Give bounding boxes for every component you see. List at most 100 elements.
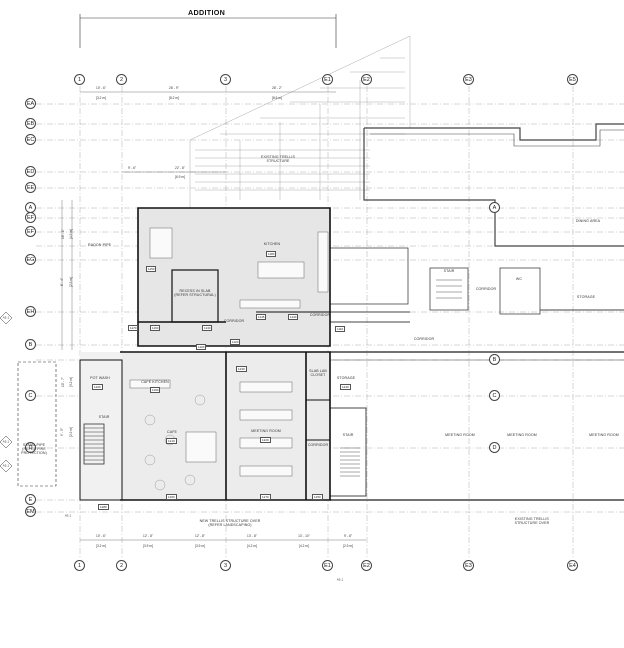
stand-pipe-outline: [17, 361, 57, 487]
dimension-text: 10' - 6": [96, 86, 106, 90]
room-number-tag: 1140: [202, 325, 213, 331]
dimension-lines: [61, 91, 366, 541]
room-number-tag: 1160: [150, 325, 161, 331]
grid-bubble-left: EC: [25, 134, 36, 145]
dimension-text: [2.9 m]: [68, 427, 73, 437]
dimension-text: [4.2 m]: [299, 544, 309, 548]
grid-bubble-bottom: 2: [116, 560, 127, 571]
note-stand-pipe: STAND-PIPE (REFER FIRE PROTECTION): [21, 443, 47, 455]
room-number-tag: 1180: [266, 251, 277, 257]
room-number-tag: 1145: [256, 314, 267, 320]
grid-bubble-bottom: E2: [361, 560, 372, 571]
room-number-tag: 1270: [260, 494, 271, 500]
grid-bubble-left: EH: [25, 306, 36, 317]
note-existing-trellis: EXISTING TRELLIS STRUCTURE: [261, 155, 295, 163]
section-mark: A5.1: [2, 439, 10, 444]
grid-bubble-right: C: [489, 390, 500, 401]
room-label-meeting-room: MEETING ROOM: [445, 433, 475, 438]
room-label-cafe: CAFE: [167, 430, 177, 435]
room-number-tag: 1170: [128, 325, 139, 331]
room-number-tag: 1280: [98, 504, 109, 510]
dimension-text: 13' - 10": [298, 534, 310, 538]
note-new-trellis: NEW TRELLIS STRUCTURE OVER (REFER LANDSC…: [199, 519, 261, 527]
room-label-wc: WC: [515, 277, 523, 282]
grid-bubble-left: D: [25, 442, 36, 453]
room-label-dining: DINING AREA: [575, 219, 601, 224]
grid-bubble-left: EF: [25, 212, 36, 223]
room-number-tag: 1250: [312, 494, 323, 500]
grid-bubble-top: E2: [361, 74, 372, 85]
dimension-text: 16' - 1": [60, 229, 65, 239]
room-label-meeting-room: MEETING ROOM: [589, 433, 619, 438]
dimension-text: 13' - 8": [247, 534, 257, 538]
grid-bubble-right: D: [489, 442, 500, 453]
dimension-text: 22' - 8": [175, 166, 185, 170]
dimension-text: [4.9 m]: [68, 229, 73, 239]
section-mark: A5.1: [336, 577, 344, 582]
room-label-stair: STAIR: [342, 433, 354, 438]
dimension-text: [3.2 m]: [96, 96, 106, 100]
dimension-text: 12' - 8": [143, 534, 153, 538]
grid-bubble-left: E: [25, 494, 36, 505]
room-label-stair: STAIR: [443, 269, 455, 274]
grid-bubble-left: EG: [25, 254, 36, 265]
left-stair: [83, 423, 105, 465]
room-label-storage: STORAGE: [336, 376, 356, 381]
room-label-stair: STAIR: [98, 415, 110, 420]
kitchen-equipment: [129, 227, 329, 477]
grid-bubble-left: EF: [25, 226, 36, 237]
dimension-text: [2.5 m]: [68, 277, 73, 287]
dimension-text: [3.9 m]: [195, 544, 205, 548]
room-number-tag: 1200: [92, 384, 103, 390]
left-grid-lines-extend: [0, 311, 13, 473]
room-number-tag: 1100: [196, 344, 207, 350]
grid-bubble-bottom: E4: [567, 560, 578, 571]
grid-bubble-left: EA: [25, 98, 36, 109]
room-number-tag: 1150: [146, 266, 157, 272]
room-label-corridor: CORRIDOR: [307, 443, 329, 448]
room-number-tag: 1130: [288, 314, 299, 320]
grid-bubble-top: 3: [220, 74, 231, 85]
section-mark: A5.1: [2, 463, 10, 468]
grid-bubble-left: EM: [25, 506, 36, 517]
room-number-tag: 1110: [335, 326, 346, 332]
addition-walls: [79, 207, 331, 501]
grid-bubble-bottom: E1: [322, 560, 333, 571]
grid-bubble-top: E1: [322, 74, 333, 85]
room-number-tag: 1260: [166, 494, 177, 500]
grid-bubble-left: EB: [25, 118, 36, 129]
grid-bubble-top: 1: [74, 74, 85, 85]
dimension-text: 26' - 9": [169, 86, 179, 90]
room-label-recess: RECESS IN SLAB (REFER STRUCTURAL): [174, 289, 216, 297]
room-label-storage: STORAGE: [576, 295, 596, 300]
section-mark: A5.1: [2, 315, 10, 320]
dimension-text: 28' - 2": [272, 86, 282, 90]
dimension-text: [4.2 m]: [247, 544, 257, 548]
room-number-tag: 1230: [236, 366, 247, 372]
note-radon-pipe: RADON PIPE: [88, 243, 112, 247]
grid-bubble-left: C: [25, 390, 36, 401]
room-label-cafe-kitchen: CAFE KITCHEN: [141, 380, 169, 385]
grid-bubble-right: B: [489, 354, 500, 365]
grid-bubble-top: E3: [463, 74, 474, 85]
grid-bubble-left: B: [25, 339, 36, 350]
dimension-text: 8' - 4": [60, 277, 65, 287]
grid-bubble-left: EE: [25, 182, 36, 193]
room-label-corridor: CORRIDOR: [475, 287, 497, 292]
room-label-meeting-room: MEETING ROOM: [507, 433, 537, 438]
dimension-text: [3.2 m]: [96, 544, 106, 548]
room-number-tag: 1120: [230, 339, 241, 345]
room-label-corridor: CORRIDOR: [413, 337, 435, 342]
room-label-pot-wash: POT WASH: [90, 376, 110, 381]
dimension-text: 9' - 8": [343, 534, 353, 538]
cafe-seating: [144, 394, 206, 491]
grid-bubble-top: E5: [567, 74, 578, 85]
dimension-text: [3.9 m]: [143, 544, 153, 548]
dimension-text: [3.2 m]: [68, 377, 73, 387]
existing-trellis: [189, 35, 411, 208]
dimension-text: 9' - 5": [60, 427, 65, 437]
room-number-tag: 1240: [340, 384, 351, 390]
dimension-text: [8.6 m]: [272, 96, 282, 100]
grid-bubble-left: ED: [25, 166, 36, 177]
